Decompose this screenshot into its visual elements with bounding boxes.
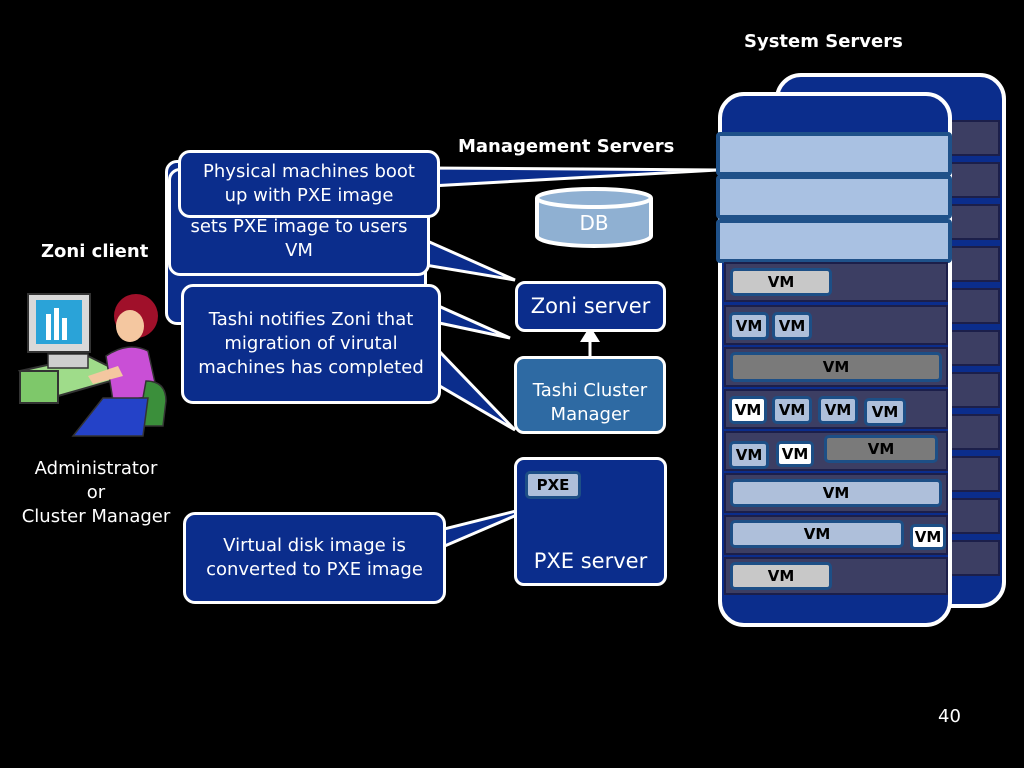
tashi-line2: Manager	[550, 404, 630, 425]
vm-block: VM	[729, 312, 769, 340]
management-server-slot	[716, 132, 952, 176]
back-rack-slot	[950, 540, 1000, 576]
back-rack-slot	[950, 246, 1000, 282]
server-row: VM	[724, 347, 948, 387]
vm-block: VM	[730, 479, 942, 507]
db-label: DB	[579, 211, 609, 235]
back-rack-slot	[950, 372, 1000, 408]
vm-block: VM	[818, 396, 858, 424]
management-server-slot	[716, 175, 952, 219]
back-rack-slot	[950, 456, 1000, 492]
notifies-callout-tail	[436, 346, 517, 432]
tashi-cluster-manager-box: Tashi Cluster Manager	[514, 356, 666, 434]
back-rack-slot	[950, 204, 1000, 240]
tashi-line1: Tashi Cluster	[532, 380, 648, 401]
vm-block: VM	[910, 524, 946, 550]
arrow-head	[580, 326, 600, 342]
person-at-computer-icon	[18, 293, 167, 437]
back-rack-slot	[950, 330, 1000, 366]
server-row: VM VM VM VM	[724, 389, 948, 429]
page-number: 40	[938, 706, 961, 727]
zoni-client-label: Zoni client	[41, 241, 149, 262]
sets-pxe-callout-tail	[423, 237, 516, 282]
vm-block: VM	[730, 562, 832, 590]
converted-callout: Virtual disk image is converted to PXE i…	[183, 512, 446, 604]
notifies-callout: Tashi notifies Zoni that migration of vi…	[181, 284, 441, 404]
vm-block: VM	[864, 398, 906, 426]
pxe-badge: PXE	[525, 471, 581, 499]
vm-block: VM	[730, 520, 904, 548]
zoni-server-box: Zoni server	[515, 281, 666, 332]
back-rack-slot	[950, 414, 1000, 450]
vm-block: VM	[772, 396, 812, 424]
administrator-line3: Cluster Manager	[21, 506, 171, 527]
back-rack-slot	[950, 498, 1000, 534]
back-rack-slot	[950, 288, 1000, 324]
administrator-line1: Administrator	[34, 458, 158, 479]
management-servers-label: Management Servers	[458, 136, 675, 157]
vm-block: VM	[729, 396, 767, 424]
server-row: VM	[724, 557, 948, 595]
vm-block: VM	[730, 352, 942, 382]
vm-block: VM	[730, 268, 832, 296]
vm-block: VM	[824, 435, 938, 463]
boot-callout: Physical machines boot up with PXE image	[178, 150, 440, 218]
back-rack-slot	[950, 162, 1000, 198]
vm-block: VM	[772, 312, 812, 340]
vm-block: VM	[729, 441, 769, 469]
server-row: VM VM VM	[724, 431, 948, 471]
server-row: VM	[724, 262, 948, 302]
administrator-line2: or	[86, 482, 106, 503]
back-rack-slot	[950, 120, 1000, 156]
database-icon	[535, 187, 653, 248]
pxe-server-label: PXE server	[533, 549, 648, 573]
server-row: VM VM	[724, 515, 948, 555]
boot-callout-tail	[428, 166, 719, 188]
administrator-label: Administrator or Cluster Manager	[0, 457, 192, 529]
server-row: VM VM	[724, 305, 948, 345]
management-server-slot	[716, 219, 952, 263]
vm-block: VM	[776, 441, 814, 467]
server-row: VM	[724, 473, 948, 513]
system-servers-label: System Servers	[744, 31, 903, 52]
